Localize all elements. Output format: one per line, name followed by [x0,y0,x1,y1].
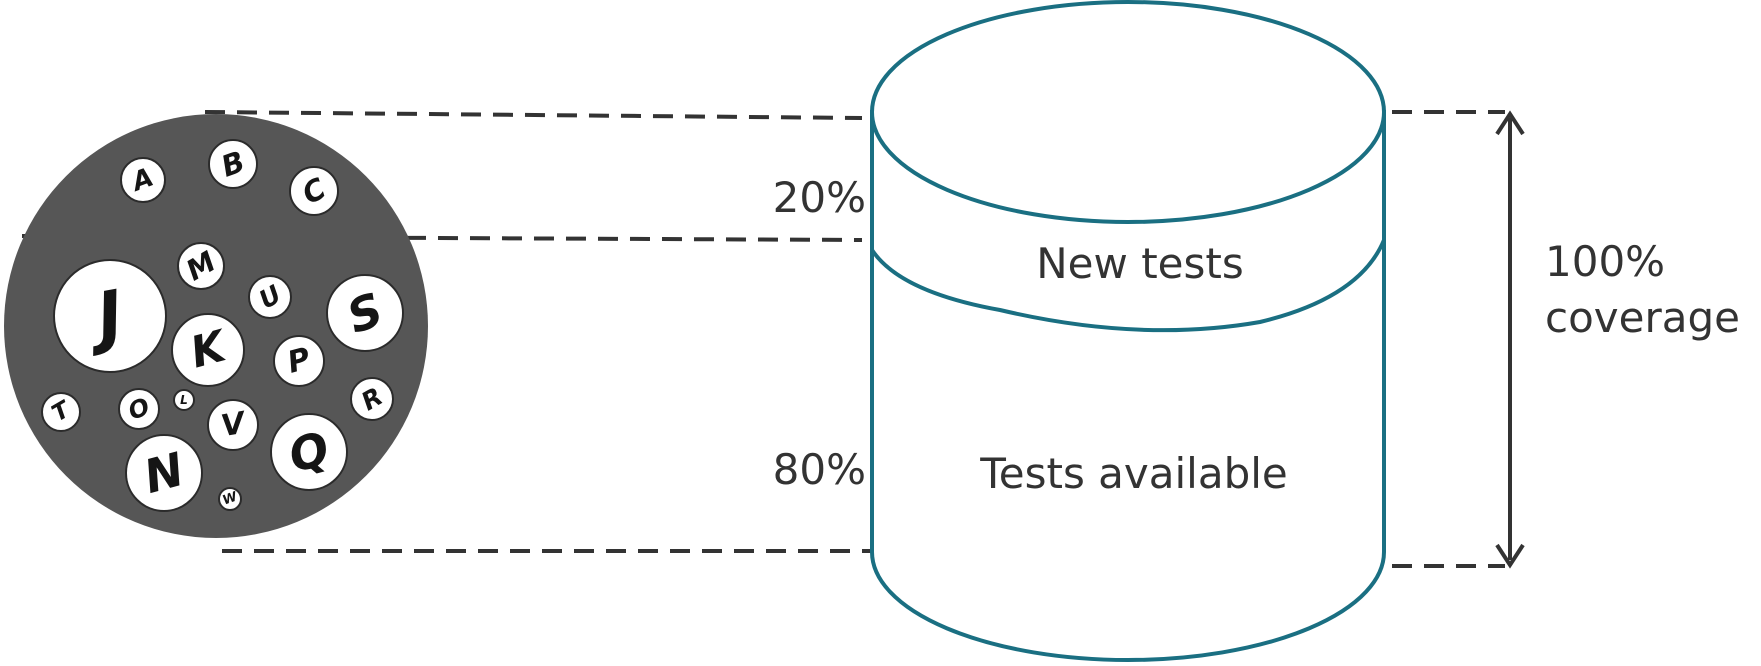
pool-ball-circle [125,434,203,512]
coverage-percent-label: 100% [1545,237,1665,286]
pool-ball-letter: W [221,489,240,508]
pool-ball-v: V [207,399,259,451]
pool-ball-circle [289,166,339,216]
pool-ball-circle [207,399,259,451]
pool-ball-circle [350,377,394,421]
pool-ball-circle [120,157,166,203]
pool-ball-circle [53,259,167,373]
pool-ball-circle [173,389,195,411]
pool-ball-o: O [118,388,160,430]
pool-ball-letter: L [180,393,188,407]
pool-ball-circle [248,275,292,319]
pool-ball-l: L [173,389,195,411]
pool-ball-a: A [120,157,166,203]
cylinder-divider [870,239,1386,333]
cylinder-top [870,0,1386,224]
pool-ball-circle [326,274,404,352]
dash-line-top-left [204,110,863,120]
pool-ball-k: K [171,313,245,387]
coverage-arrow [1495,110,1525,569]
pool-ball-circle [218,487,242,511]
pool-ball-circle [177,242,225,290]
pool-ball-j: J [53,259,167,373]
percent-new-label: 20% [773,173,866,222]
arrow-up-icon [1495,110,1525,136]
pool-ball-p: P [273,335,325,387]
tests-available-label: Tests available [979,449,1288,498]
percent-available-label: 80% [773,445,866,494]
arrow-down-icon [1495,543,1525,569]
test-cylinder [870,0,1386,662]
pool-ball-c: C [289,166,339,216]
pool-ball-n: N [125,434,203,512]
new-tests-label: New tests [1036,239,1244,288]
pool-ball-s: S [326,274,404,352]
pool-ball-circle [273,335,325,387]
pool-ball-m: M [177,242,225,290]
pool-ball-circle [41,392,81,432]
pool-ball-circle [270,413,348,491]
pool-ball-b: B [208,139,258,189]
pool-ball-r: R [350,377,394,421]
pool-ball-t: T [41,392,81,432]
pool-ball-circle [171,313,245,387]
coverage-word-label: coverage [1545,293,1740,342]
pool-ball-u: U [248,275,292,319]
pool-ball-q: Q [270,413,348,491]
pool-ball-circle [118,388,160,430]
pool-ball-w: W [218,487,242,511]
pool-ball-circle [208,139,258,189]
